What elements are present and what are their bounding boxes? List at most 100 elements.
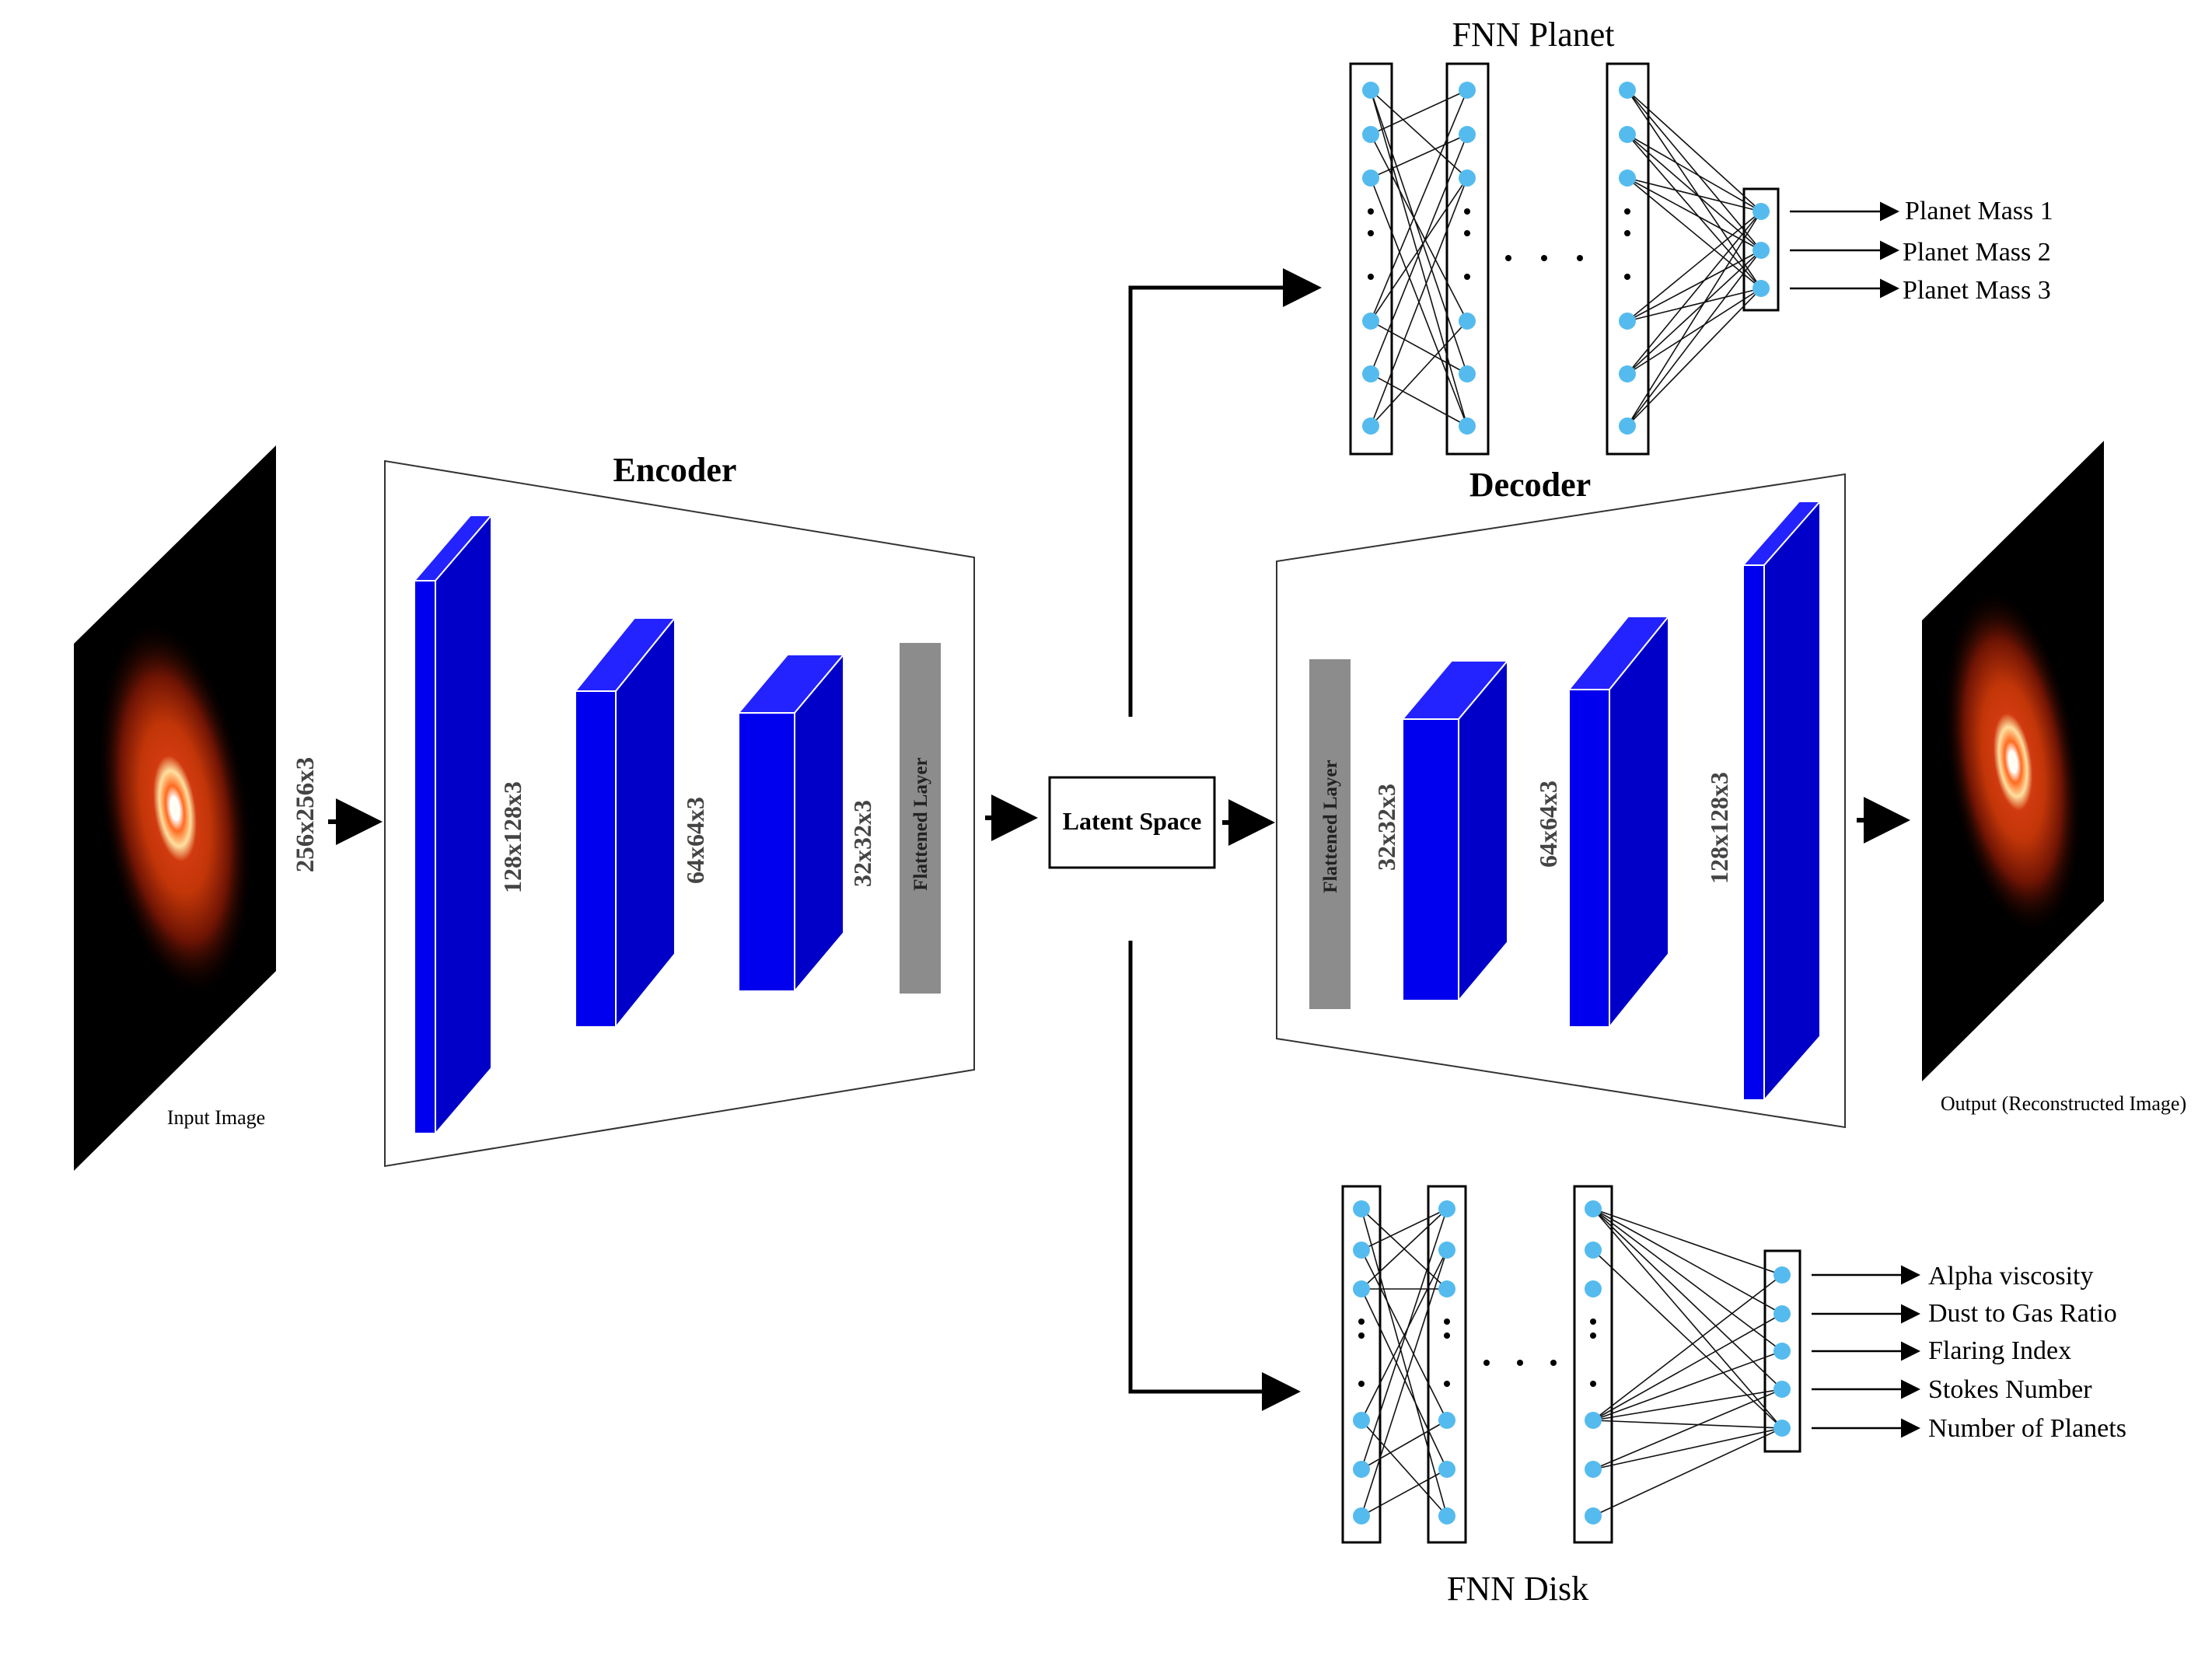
connection-line (1627, 250, 1762, 375)
neuron (1459, 126, 1476, 143)
decoder-conv-block-64 (1567, 614, 1671, 1029)
fnn-disk-title: FNN Disk (1447, 1570, 1588, 1608)
connection-line (1361, 1420, 1448, 1517)
disk-output-label-4: Stokes Number (1928, 1375, 2092, 1404)
input-image (74, 445, 276, 1171)
fnn-planet-ellipsis (1505, 255, 1583, 261)
connection-line (1370, 89, 1468, 322)
decoder-conv-block-128 (1741, 499, 1822, 1102)
ellipsis-dot (1444, 1332, 1450, 1339)
encoder-conv-block-128 (412, 513, 494, 1136)
connection-line (1592, 1208, 1783, 1276)
ellipsis-dot (1444, 1318, 1450, 1325)
ellipsis-dot (1358, 1332, 1365, 1339)
neuron (1353, 1507, 1370, 1525)
input-image-caption: Input Image (167, 1106, 265, 1129)
neuron (1353, 1200, 1370, 1217)
decoder-title: Decoder (1469, 466, 1591, 504)
neuron (1459, 313, 1476, 330)
decoder: Decoder Flattened Layer 32x32x3 64x64x3 … (1276, 466, 1846, 1129)
connection-line (1361, 1420, 1448, 1470)
neuron (1585, 1461, 1602, 1478)
fnn-disk: Alpha viscosity Dust to Gas Ratio Flarin… (1341, 1185, 2126, 1608)
connection-line (1370, 320, 1468, 427)
connection-line (1361, 1249, 1448, 1517)
neuron (1585, 1507, 1602, 1525)
neuron (1752, 280, 1770, 297)
fnn-disk-connections (1361, 1208, 1783, 1517)
connection-line (1627, 177, 1762, 212)
ellipsis-dot (1464, 230, 1470, 236)
neuron (1773, 1343, 1791, 1360)
encoder-flattened-layer (900, 643, 941, 994)
fnn-planet: FNN Planet Planet Mass 1 Planet Mass 2 P… (1349, 16, 2053, 456)
neuron (1362, 365, 1379, 382)
decoder-layer-label-64: 64x64x3 (1534, 781, 1562, 868)
disk-output-label-5: Number of Planets (1928, 1414, 2126, 1443)
fnn-disk-neurons (1353, 1200, 1791, 1525)
encoder-title: Encoder (613, 451, 737, 489)
ellipsis-dot (1368, 274, 1374, 280)
fnn-disk-layer-3 (1573, 1185, 1613, 1544)
neuron (1619, 365, 1636, 382)
connection-line (1370, 89, 1468, 135)
fnn-disk-layer-2 (1427, 1185, 1467, 1544)
fnn-planet-title: FNN Planet (1452, 16, 1615, 54)
neuron (1585, 1242, 1602, 1259)
fnn-planet-layer-1 (1349, 62, 1393, 456)
connection-line (1627, 288, 1762, 375)
decoder-flattened-label: Flattened Layer (1320, 760, 1341, 892)
neuron (1438, 1507, 1455, 1525)
encoder-layer-label-32: 32x32x3 (848, 800, 876, 887)
connection-line (1370, 89, 1468, 179)
ellipsis-dot (1464, 208, 1470, 215)
connection-line (1627, 250, 1762, 322)
neuron (1353, 1412, 1370, 1429)
neuron (1362, 169, 1379, 187)
neuron (1362, 313, 1379, 330)
connection-line (1592, 1274, 1783, 1421)
decoder-layer-label-32: 32x32x3 (1372, 784, 1400, 871)
neuron (1619, 126, 1636, 143)
disk-output-label-2: Dust to Gas Ratio (1928, 1299, 2117, 1328)
encoder-frame (384, 459, 975, 1168)
neuron (1353, 1461, 1370, 1478)
encoder: Encoder 128x128x3 64x64x3 32x32x3 Flatte… (384, 451, 975, 1168)
disk-output-label-3: Flaring Index (1928, 1336, 2071, 1365)
connection-line (1627, 211, 1762, 375)
fnn-disk-ellipsis (1483, 1360, 1557, 1366)
encoder-flattened-label: Flattened Layer (910, 757, 931, 890)
fnn-disk-layer-1 (1341, 1185, 1382, 1544)
connection-line (1361, 1288, 1448, 1470)
encoder-layer-label-64: 64x64x3 (681, 797, 709, 884)
encoder-layer-label-128: 128x128x3 (498, 781, 526, 893)
ellipsis-dot (1464, 274, 1470, 280)
connection-line (1592, 1427, 1783, 1470)
input-size-label: 256x256x3 (292, 757, 320, 873)
connection-line (1592, 1388, 1783, 1421)
neuron (1752, 203, 1770, 220)
connection-line (1370, 134, 1468, 179)
ellipsis-dot (1358, 1381, 1365, 1387)
connection-line (1592, 1420, 1783, 1429)
connection-line (1370, 134, 1468, 322)
connection-line (1627, 177, 1762, 289)
ellipsis-dot (1590, 1381, 1596, 1387)
connection-line (1361, 1469, 1448, 1517)
connection-line (1361, 1208, 1448, 1251)
neuron (1752, 242, 1770, 259)
decoder-flattened-layer (1309, 659, 1351, 1009)
connection-line (1627, 288, 1762, 427)
neuron (1619, 417, 1636, 435)
fnn-planet-connections (1370, 89, 1762, 427)
neuron (1585, 1412, 1602, 1429)
decoder-layer-label-128: 128x128x3 (1705, 772, 1733, 884)
connection-line (1370, 177, 1468, 322)
latent-space-label: Latent Space (1063, 807, 1202, 835)
encoder-conv-block-32 (736, 652, 846, 994)
connection-line (1592, 1208, 1783, 1352)
connection-line (1627, 89, 1762, 289)
connection-line (1370, 177, 1468, 427)
neuron (1773, 1305, 1791, 1322)
decoder-conv-block-32 (1400, 658, 1510, 1003)
